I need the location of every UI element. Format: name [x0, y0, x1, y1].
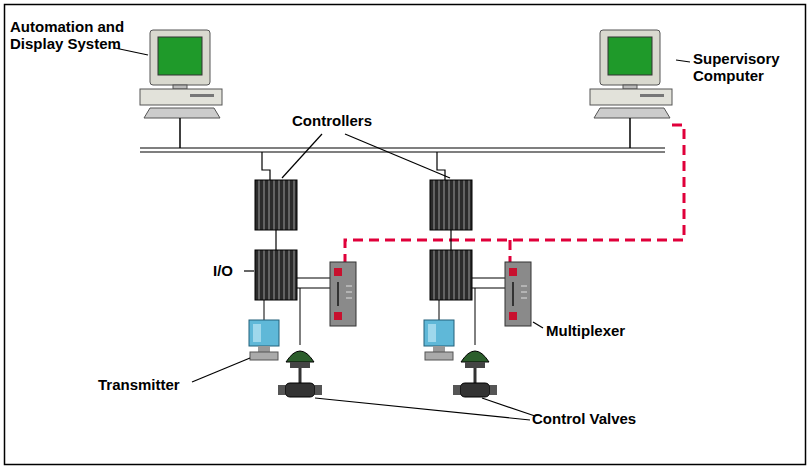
part-label: Control Valves	[532, 410, 636, 427]
computer-icon	[140, 30, 222, 148]
leader-lines	[115, 48, 690, 420]
computer-label: Automation and Display System	[10, 18, 132, 52]
group-label: Controllers	[292, 112, 372, 129]
computer-label: Supervisory Computer	[693, 50, 798, 84]
computer-icon	[590, 30, 672, 148]
part-label: Transmitter	[98, 376, 180, 393]
network-bus	[140, 151, 665, 152]
network-bus	[140, 147, 665, 148]
part-label: I/O	[213, 262, 233, 279]
control-cell	[249, 152, 356, 397]
frame	[5, 5, 806, 465]
part-label: Multiplexer	[546, 322, 625, 339]
dashed-link	[345, 125, 684, 262]
control-cell	[424, 152, 531, 397]
